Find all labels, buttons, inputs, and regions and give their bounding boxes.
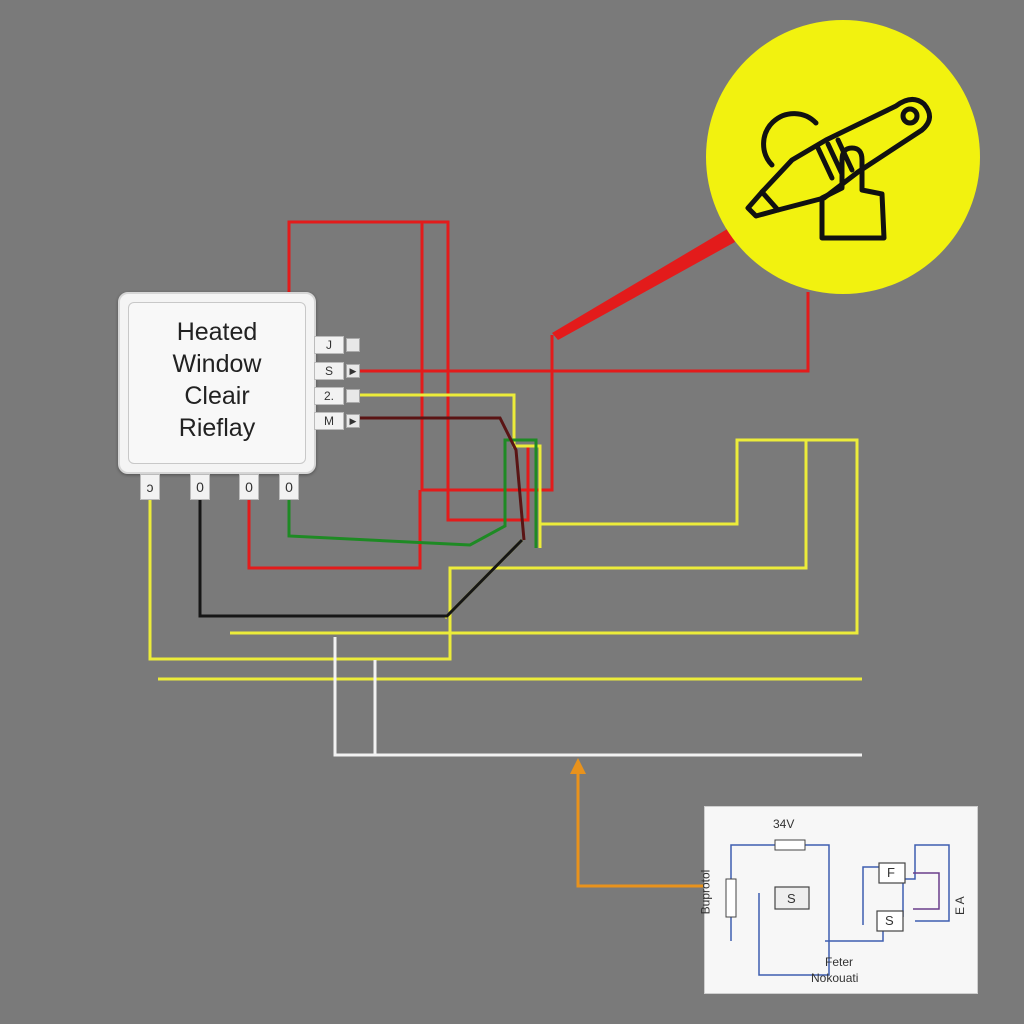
red-wire-right-branch (420, 222, 554, 492)
tool-badge (706, 20, 980, 294)
orange-arrow-line (576, 770, 703, 888)
inset-component-f (878, 862, 906, 884)
relay-pin-tip: ▶ (346, 414, 360, 428)
relay-title: Heated Window Cleair Rieflay (120, 316, 314, 444)
inset-right-label: E A (953, 896, 967, 915)
relay-pin-j: J (314, 336, 344, 354)
relay-bottom-pin: 0 (239, 474, 259, 500)
relay-pin-m: M (314, 412, 344, 430)
inset-component-center (774, 886, 810, 910)
inset-component-s (876, 910, 904, 932)
inset-wire-purple (913, 872, 940, 910)
inset-resistor-top (774, 839, 806, 851)
white-wire-bus (333, 637, 862, 757)
relay-pin-tip (346, 338, 360, 352)
relay-bottom-pin: 0 (190, 474, 210, 500)
red-wire-s-pin (360, 292, 810, 373)
relay-title-line: Heated (176, 318, 258, 346)
black-wire (198, 500, 524, 618)
red-wire-bottom-pin (247, 490, 422, 570)
inset-f-label: F (887, 865, 895, 880)
inset-wire-mid (758, 893, 830, 976)
green-wire (287, 438, 538, 548)
yellow-wire-upper-loop (230, 438, 859, 635)
inset-resistor-left (725, 878, 737, 918)
inset-s-label: S (885, 913, 894, 928)
red-wires (247, 220, 810, 570)
white-wires (333, 637, 862, 757)
relay-pin-tip: ▶ (346, 364, 360, 378)
dark-red-wire (360, 416, 526, 541)
inset-center-label: S (787, 891, 796, 906)
inset-voltage-label: 34V (773, 817, 795, 831)
relay-title-line: Cleair (184, 382, 250, 410)
relay-title-line: Rieflay (178, 414, 256, 442)
hand-tool-icon (745, 97, 932, 241)
orange-arrowhead (570, 758, 586, 774)
relay-bottom-pin: ᴐ (140, 474, 160, 500)
red-wedge (552, 228, 735, 340)
relay-pin-2: 2. (314, 387, 344, 405)
inset-schematic: 34V Buprotol S F S E A Feter Nokouati (698, 806, 978, 994)
inset-circuit (725, 839, 950, 976)
inset-bottom-label-1: Feter (825, 955, 854, 969)
relay-pin-s: S (314, 362, 344, 380)
relay-module: Heated Window Cleair Rieflay (118, 292, 316, 474)
relay-bottom-pin: 0 (279, 474, 299, 500)
relay-pin-tip (346, 389, 360, 403)
relay-title-line: Window (172, 350, 262, 378)
inset-bottom-label-2: Nokouati (811, 971, 859, 985)
inset-left-label: Buprotol (698, 869, 713, 915)
relay-panel (128, 302, 306, 464)
